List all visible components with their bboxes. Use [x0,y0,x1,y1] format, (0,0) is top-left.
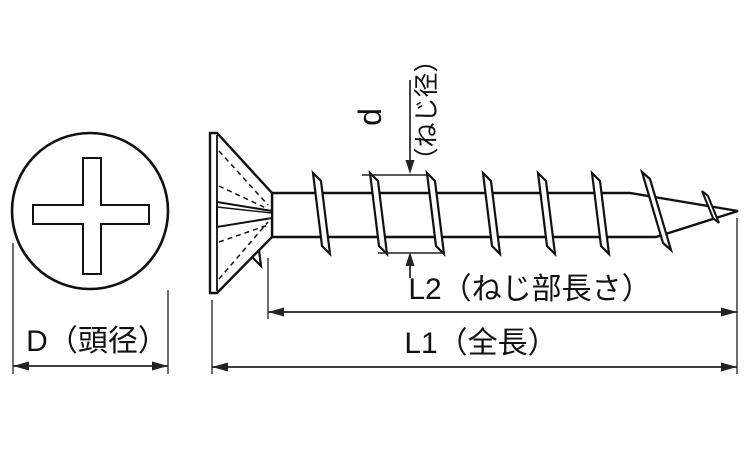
thread-crest-tip [701,190,720,224]
thread-crest [590,169,611,258]
recess-slot-edge [216,206,273,214]
phillips-cross-recess [32,157,150,275]
arrowhead-left-icon [212,362,228,372]
head-front-view [10,131,170,291]
head-diameter-dimension: D（頭径） [12,243,169,374]
thread-crest [639,168,674,254]
arrowhead-right-icon [721,362,737,372]
thread-crest [536,169,557,258]
total-length-dimension: L1（全長） [211,300,737,374]
thread-length-dimension: L2（ねじ部長さ） [267,218,738,374]
arrowhead-left-icon [13,361,29,371]
screw-head-circle [10,131,170,291]
arrowhead-up-icon [405,252,415,266]
thread-diameter-dimension: d （ねじ径） [352,47,445,278]
thread-crest [311,169,332,258]
arrowhead-right-icon [152,361,168,371]
thread-crests [311,168,720,258]
arrowhead-left-icon [268,307,284,317]
thread-diameter-note-label: （ねじ径） [413,47,441,172]
thread-crest [425,169,446,258]
thread-crest [481,169,502,258]
screw-side-view [208,131,739,295]
arrowhead-down-icon [405,160,415,174]
screw-shank-outline [270,191,739,239]
arrowhead-right-icon [721,307,737,317]
head-diameter-label: D（頭径） [26,325,168,358]
hidden-recess-lines [218,150,269,280]
thread-crest [368,169,389,258]
thread-length-label: L2（ねじ部長さ） [408,273,651,306]
thread-diameter-symbol-label: d [352,108,388,126]
total-length-label: L1（全長） [404,327,557,360]
